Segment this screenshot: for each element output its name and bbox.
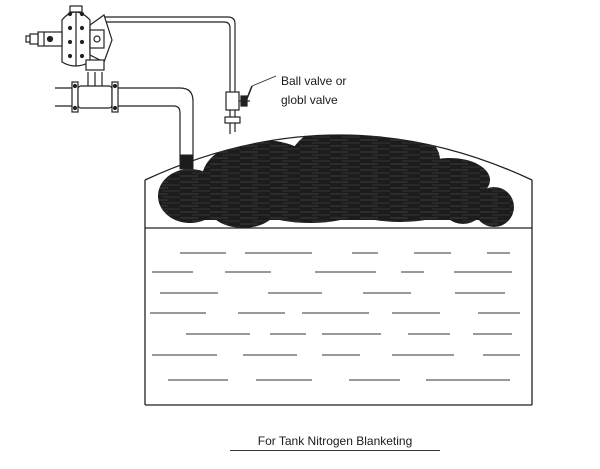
outlet-pipe — [55, 87, 194, 160]
valve-label-line-2: globl valve — [281, 93, 338, 107]
regulator-outlet-body — [71, 72, 119, 113]
nitrogen-blanket-cloud — [158, 135, 514, 228]
valve-label-line-1: Ball valve or — [281, 74, 347, 88]
ball-valve — [224, 85, 253, 124]
caption-underline — [230, 450, 440, 451]
label-leader-line — [251, 75, 277, 87]
diagram-caption: For Tank Nitrogen Blanketing — [257, 434, 413, 448]
pipe-inlet-stub — [179, 154, 194, 170]
sensing-line — [104, 16, 236, 134]
liquid-dashes — [150, 252, 520, 381]
pressure-regulator — [25, 5, 113, 71]
